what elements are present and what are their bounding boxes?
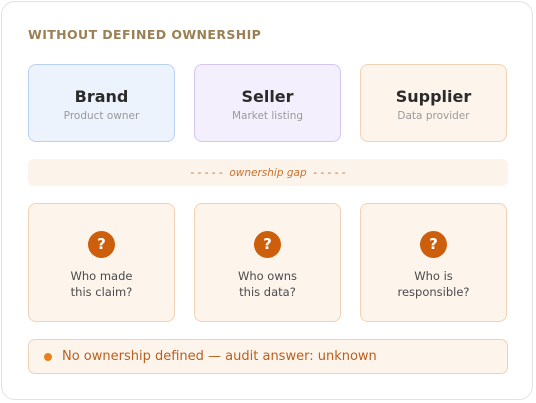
party-title: Supplier (395, 87, 472, 106)
question-mark-icon: ? (88, 231, 115, 258)
party-card-brand: Brand Product owner (28, 64, 175, 142)
diagram-heading: WITHOUT DEFINED OWNERSHIP (28, 27, 262, 42)
status-dot-icon (44, 353, 52, 361)
question-line: responsible? (397, 285, 470, 299)
status-banner: No ownership defined — audit answer: unk… (28, 339, 508, 374)
question-text: Who is responsible? (367, 268, 500, 300)
question-line: this data? (239, 285, 296, 299)
question-card-data: ? Who owns this data? (194, 203, 341, 322)
question-line: this claim? (70, 285, 133, 299)
question-line: Who is (414, 269, 453, 283)
status-text: No ownership defined — audit answer: unk… (62, 349, 377, 364)
question-mark-icon: ? (254, 231, 281, 258)
party-subtitle: Data provider (397, 110, 470, 122)
party-title: Seller (241, 87, 294, 106)
party-subtitle: Market listing (231, 110, 304, 122)
question-text: Who owns this data? (201, 268, 334, 300)
question-line: Who owns (237, 269, 298, 283)
party-title: Brand (74, 87, 129, 106)
ownership-gap-label: - - - - - ownership gap - - - - - (190, 166, 346, 179)
question-mark-icon: ? (420, 231, 447, 258)
party-subtitle: Product owner (63, 110, 140, 122)
question-text: Who made this claim? (35, 268, 168, 300)
question-line: Who made (70, 269, 133, 283)
ownership-gap-bar: - - - - - ownership gap - - - - - (28, 159, 508, 186)
question-card-claim: ? Who made this claim? (28, 203, 175, 322)
question-card-responsible: ? Who is responsible? (360, 203, 507, 322)
party-card-seller: Seller Market listing (194, 64, 341, 142)
party-card-supplier: Supplier Data provider (360, 64, 507, 142)
